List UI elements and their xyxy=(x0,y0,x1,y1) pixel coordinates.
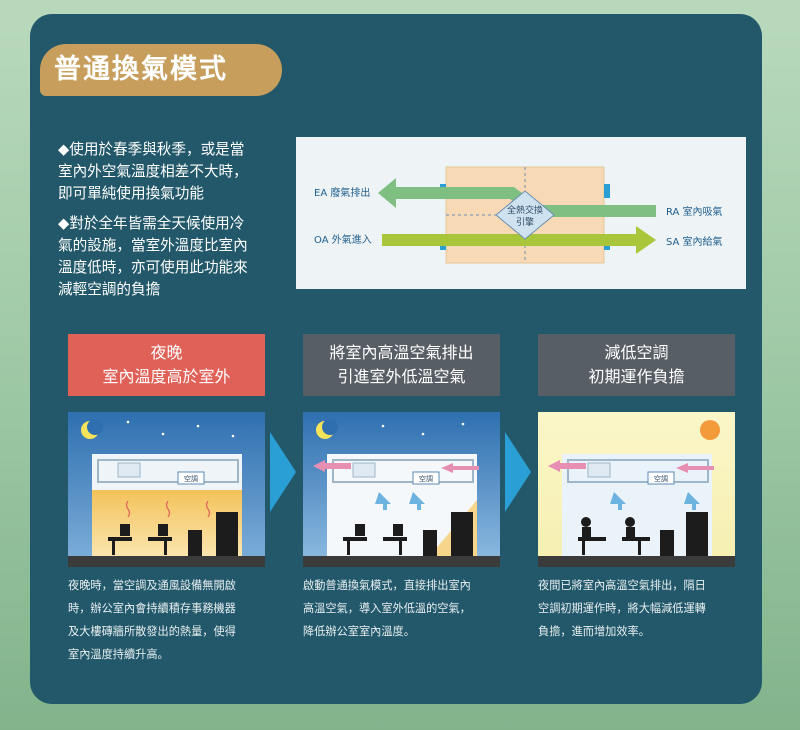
floor xyxy=(538,556,735,567)
step-3-subtitle: 初期運作負擔 xyxy=(588,367,685,386)
step-2-title: 將室內高溫空氣排出 xyxy=(329,343,474,362)
ductwork xyxy=(332,459,474,483)
sa-label: SA 室內給氣 xyxy=(666,235,723,248)
ac-unit-icon xyxy=(412,471,440,485)
star-icon xyxy=(126,420,130,424)
intro-line: ◆使用於春季與秋季，或是當 xyxy=(58,141,245,158)
airflow-diagram: 全熱交換 引擎 EA 廢氣排出 RA 室內吸氣 OA 外氣進入 SA 室內給氣 xyxy=(296,137,746,289)
intro-bullet-2: ◆對於全年皆需全天候使用冷 氣的設施，當室外溫度比室內 溫度低時，亦可使用此功能… xyxy=(58,213,273,301)
heat-wave-icon xyxy=(125,500,131,518)
intro-text: ◆使用於春季與秋季，或是當 室內外空氣溫度相差不大時， 即可單純使用換氣功能 ◆… xyxy=(58,139,273,309)
sun-icon xyxy=(700,420,720,440)
heat-wave-icon xyxy=(205,500,211,518)
step-3-label: 減低空調 初期運作負擔 xyxy=(538,334,735,396)
scene-ventilation-illustration: 空調 xyxy=(303,412,500,567)
intro-line: 溫度低時，亦可使用此功能來 xyxy=(58,259,248,276)
supply-arrow xyxy=(382,226,656,254)
exhaust-arrow-icon xyxy=(313,460,351,472)
ac-label: 空調 xyxy=(184,474,198,483)
intro-line: 減輕空調的負擔 xyxy=(58,281,161,298)
step-1-title: 夜晚 xyxy=(150,343,183,362)
page-title: 普通換氣模式 xyxy=(40,44,282,96)
exhaust-arrow-icon xyxy=(548,460,586,472)
description-line: 及大樓磚牆所散發出的熱量，使得 xyxy=(68,625,236,638)
mode-card: 普通換氣模式 ◆使用於春季與秋季，或是當 室內外空氣溫度相差不大時， 即可單純使… xyxy=(30,14,762,704)
intro-line: 氣的設施，當室外溫度比室內 xyxy=(58,237,248,254)
description-line: 夜晚時，當空調及通風設備無開啟 xyxy=(68,579,236,592)
step-arrow-icon xyxy=(270,432,296,512)
office-furniture xyxy=(108,512,238,556)
exchanger-unit-icon xyxy=(117,462,141,478)
ra-label: RA 室內吸氣 xyxy=(666,205,723,218)
floor xyxy=(68,556,265,567)
description-line: 啟動普通換氣模式，直接排出室內 xyxy=(303,579,471,592)
description-line: 高溫空氣，導入室外低溫的空氣， xyxy=(303,602,471,615)
core-label-1: 全熱交換 xyxy=(507,204,543,216)
intro-line: 即可單純使用換氣功能 xyxy=(58,185,204,202)
description-line: 空調初期運作時，將大幅減低運轉 xyxy=(538,602,706,615)
exchanger-unit-icon xyxy=(352,462,376,478)
step-1-label: 夜晚 室內溫度高於室外 xyxy=(68,334,265,396)
office-furniture xyxy=(343,512,473,556)
ductwork xyxy=(97,459,239,483)
oa-label: OA 外氣進入 xyxy=(314,233,372,246)
step-3-title: 減低空調 xyxy=(604,343,669,362)
ductwork xyxy=(567,459,709,483)
duct-collar xyxy=(604,184,610,198)
scene-daytime: 空調 xyxy=(538,412,735,567)
description-line: 時，辦公室內會持續積存事務機器 xyxy=(68,602,236,615)
star-icon xyxy=(231,434,235,438)
exchanger-core xyxy=(495,190,555,240)
star-icon xyxy=(421,432,425,436)
supply-arrow-icon xyxy=(409,492,425,510)
description-line: 降低辦公室室內溫度。 xyxy=(303,625,415,638)
scene-daytime-illustration: 空調 xyxy=(538,412,735,567)
ac-unit-icon xyxy=(647,471,675,485)
step-2-label: 將室內高溫空氣排出 引進室外低溫空氣 xyxy=(303,334,500,396)
step-3-description: 夜間已將室內高溫空氣排出，隔日 空調初期運作時，將大幅減低運轉 負擔，進而增加效… xyxy=(538,574,748,643)
step-arrow-icon xyxy=(505,432,531,512)
step-2-description: 啟動普通換氣模式，直接排出室內 高溫空氣，導入室外低溫的空氣， 降低辦公室室內溫… xyxy=(303,574,513,643)
heat-wave-icon xyxy=(165,500,171,518)
ea-label: EA 廢氣排出 xyxy=(314,186,370,199)
moon-shadow xyxy=(322,419,338,435)
description-line: 負擔，進而增加效率。 xyxy=(538,625,650,638)
description-line: 室內溫度持續升高。 xyxy=(68,648,169,661)
scene-night-illustration: 空調 xyxy=(68,412,265,567)
scene-night: 空調 xyxy=(68,412,265,567)
intro-line: 室內外空氣溫度相差不大時， xyxy=(58,163,248,180)
star-icon xyxy=(381,424,385,428)
intro-line: ◆對於全年皆需全天候使用冷 xyxy=(58,215,245,232)
description-line: 夜間已將室內高溫空氣排出，隔日 xyxy=(538,579,706,592)
exchanger-unit-icon xyxy=(587,462,611,478)
floor xyxy=(303,556,500,567)
scene-ventilation: 空調 xyxy=(303,412,500,567)
moon-shadow xyxy=(87,419,103,435)
exhaust-arrow-icon xyxy=(676,463,714,473)
office-workers xyxy=(578,512,708,556)
supply-arrow-icon xyxy=(684,492,700,510)
supply-arrow-icon xyxy=(375,492,391,510)
star-icon xyxy=(461,422,465,426)
airflow-diagram-graphic: 全熱交換 引擎 EA 廢氣排出 RA 室內吸氣 OA 外氣進入 SA 室內給氣 xyxy=(314,166,723,264)
ac-unit-icon xyxy=(177,471,205,485)
step-2-subtitle: 引進室外低溫空氣 xyxy=(337,367,466,386)
ac-label: 空調 xyxy=(654,474,668,483)
supply-arrow-icon xyxy=(610,492,626,510)
star-icon xyxy=(161,432,165,436)
step-1-subtitle: 室內溫度高於室外 xyxy=(102,367,231,386)
ac-label: 空調 xyxy=(419,474,433,483)
exhaust-arrow-icon xyxy=(441,463,479,473)
intro-bullet-1: ◆使用於春季與秋季，或是當 室內外空氣溫度相差不大時， 即可單純使用換氣功能 xyxy=(58,139,273,205)
star-icon xyxy=(196,424,200,428)
step-1-description: 夜晚時，當空調及通風設備無開啟 時，辦公室內會持續積存事務機器 及大樓磚牆所散發… xyxy=(68,574,278,666)
core-label-2: 引擎 xyxy=(516,216,534,228)
